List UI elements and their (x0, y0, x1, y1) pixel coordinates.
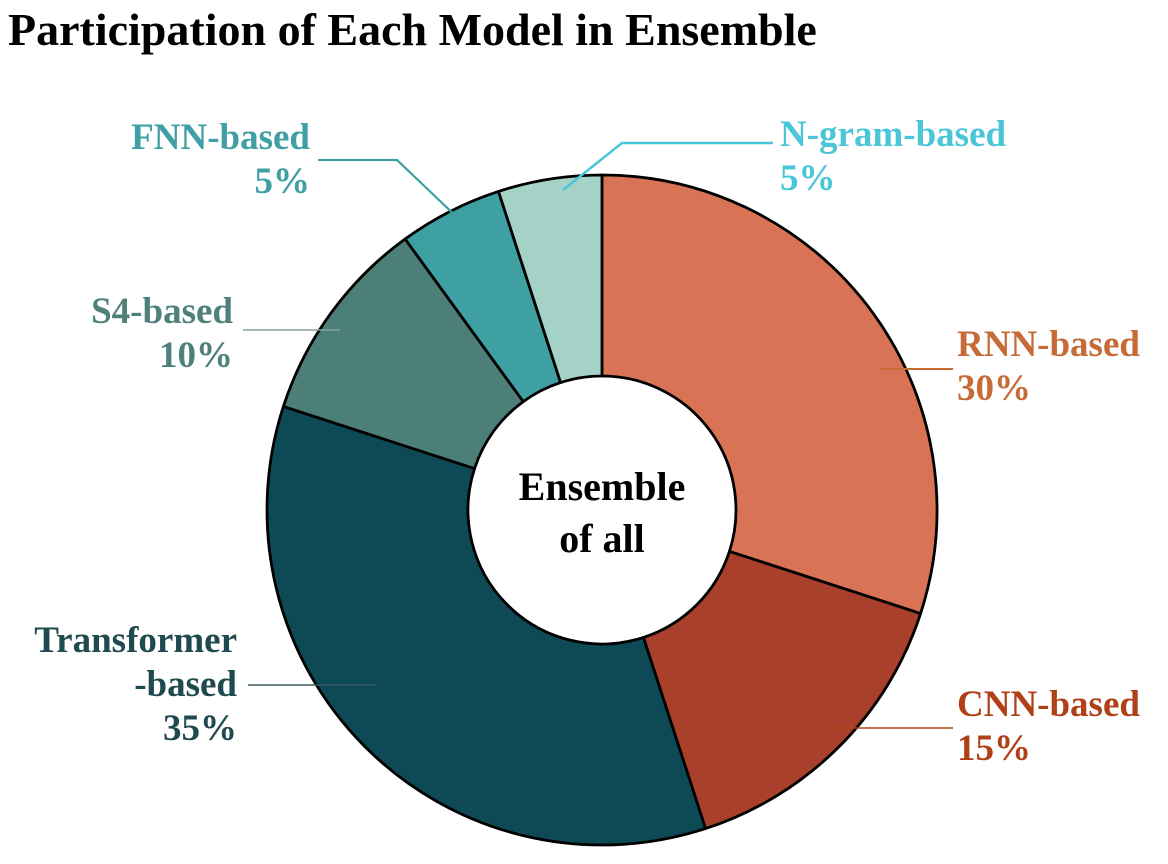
slice-label-rnn: RNN-based 30% (957, 323, 1140, 411)
slice-label-percent: 10% (159, 335, 233, 376)
slice-label-percent: 15% (957, 728, 1031, 769)
donut-center-label: Ensemble of all (519, 461, 686, 565)
slice-label-percent: 35% (163, 708, 237, 749)
slice-label-name: N-gram-based (780, 114, 1007, 155)
pie-slice-transformer-based (265, 405, 707, 847)
pie-slice-rnn-based (600, 173, 939, 615)
center-label-line-1: Ensemble (518, 464, 686, 509)
slice-label-name-2: -based (134, 664, 237, 705)
pie-slice-n-gram-based (497, 173, 604, 384)
slice-label-name: S4-based (91, 291, 233, 332)
slice-label-name: FNN-based (131, 117, 310, 158)
slice-label-s4: S4-based 10% (91, 290, 233, 378)
slice-label-percent: 5% (780, 158, 836, 199)
center-label-line-2: of all (559, 516, 645, 561)
slice-label-name: Transformer (34, 620, 237, 661)
slice-label-fnn: FNN-based 5% (131, 116, 310, 204)
slice-label-transformer: Transformer -based 35% (34, 619, 237, 751)
slice-label-percent: 30% (957, 368, 1031, 409)
slice-label-name: CNN-based (957, 684, 1140, 725)
leader-line-n-gram-based (562, 141, 773, 191)
pie-slice-s4-based (281, 237, 525, 470)
slice-label-percent: 5% (254, 161, 311, 202)
slice-label-name: RNN-based (957, 324, 1140, 365)
chart-title: Participation of Each Model in Ensemble (8, 4, 817, 55)
pie-slice-cnn-based (642, 550, 923, 831)
leader-line-fnn-based (318, 158, 463, 223)
slice-label-cnn: CNN-based 15% (957, 683, 1140, 771)
slice-label-ngram: N-gram-based 5% (780, 113, 1006, 201)
